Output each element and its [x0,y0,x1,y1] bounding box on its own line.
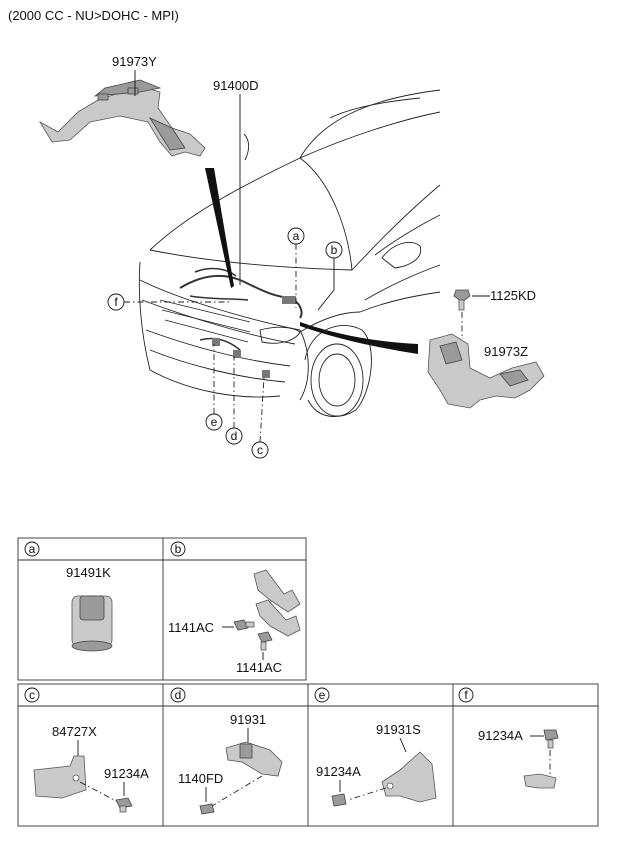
label-91931S: 91931S [376,722,421,737]
callout-a-letter: a [293,229,300,243]
callout-d-letter: d [231,429,238,443]
clip-part-e-icon [381,751,437,803]
label-91973Z: 91973Z [484,344,528,359]
leader-91931S [399,737,407,753]
leader-e-dash [347,787,387,801]
detail-box-a: a 91491K [24,541,113,652]
label-91234A-e: 91234A [316,764,361,779]
vehicle-outline [138,89,441,417]
detail-c-letter: c [29,688,35,702]
cover-part-front [38,79,206,157]
label-1141AC-1: 1141AC [168,620,214,635]
detail-box-d: d 91931 1140FD [170,687,283,815]
detail-a-letter: a [29,542,36,556]
pointer-swoosh-front [205,168,234,288]
clip-part-f-icon [523,773,557,789]
callout-f[interactable]: f [107,293,125,311]
label-91234A-c: 91234A [104,766,149,781]
detail-table [17,537,599,827]
label-84727X: 84727X [52,724,97,739]
pointer-swoosh-side [300,322,418,354]
label-91491K: 91491K [66,565,111,580]
detail-d-letter: d [175,688,182,702]
label-91234A-f: 91234A [478,728,523,743]
bolt-f-icon [543,729,559,749]
callout-b-letter: b [331,243,338,257]
detail-f-letter: f [464,688,468,702]
detail-box-c: c 84727X 91234A [24,687,149,813]
label-1141AC-2: 1141AC [236,660,282,675]
bolt-d-icon [199,803,215,815]
callout-e[interactable]: e [205,413,223,431]
callout-e-letter: e [211,415,218,429]
bolt-e-icon [331,793,347,807]
leader-d-dash [211,775,263,807]
callout-b[interactable]: b [325,241,343,259]
bolt-c-icon [115,797,133,813]
callout-f-letter: f [114,295,118,309]
bolt-b1-icon [233,619,255,631]
leader-callout-c [259,377,265,443]
callout-c-letter: c [257,443,263,457]
sensor-part-icon [71,595,113,652]
detail-box-e: e 91931S 91234A [314,687,437,807]
header-title: (2000 CC - NU>DOHC - MPI) [8,8,179,23]
clip-part-d-icon [225,741,283,777]
label-91931: 91931 [230,712,266,727]
harness-main [179,267,303,378]
callout-c[interactable]: c [251,441,269,459]
detail-e-letter: e [319,688,326,702]
leader-callout-b [317,258,335,311]
label-91973Y: 91973Y [112,54,157,69]
detail-box-b: b 1141AC 1141AC [168,541,301,675]
callout-d[interactable]: d [225,427,243,445]
bolt-icon [453,289,471,311]
label-1125KD: 1125KD [490,288,536,303]
bracket-part-c-icon [33,755,87,799]
detail-box-f: f 91234A [458,687,559,789]
bracket-part-b-icon [253,569,301,637]
bolt-b2-icon [257,631,273,651]
cover-part-side [427,333,545,409]
detail-b-letter: b [175,542,182,556]
callout-a[interactable]: a [287,227,305,245]
label-91400D: 91400D [213,78,259,93]
label-1140FD: 1140FD [178,771,223,786]
